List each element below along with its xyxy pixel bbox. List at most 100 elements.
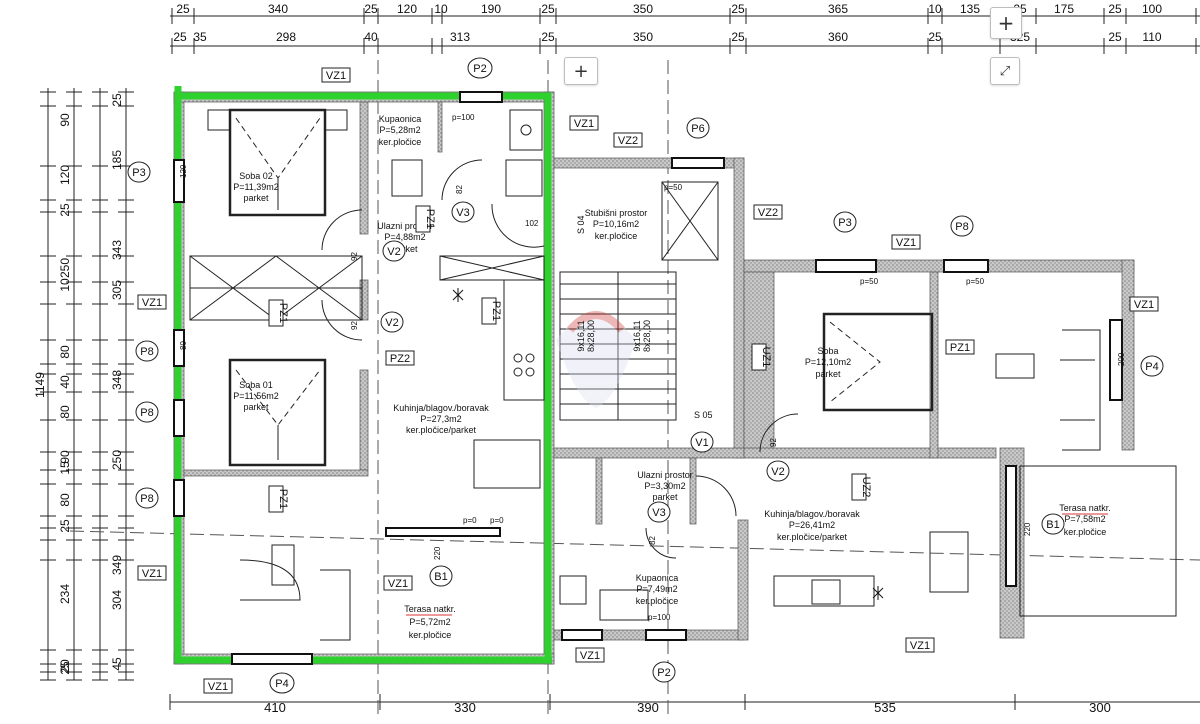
tag-v2: V2 (380, 311, 404, 333)
tag-vz1: VZ1 (383, 575, 413, 591)
svg-text:535: 535 (874, 700, 896, 715)
top-dim-label: 365 (828, 2, 848, 16)
top-dim-label: 175 (1054, 2, 1074, 16)
tag-v2: V2 (382, 240, 406, 262)
svg-text:p=50: p=50 (860, 277, 879, 286)
top-dim-label: 350 (633, 2, 653, 16)
svg-text:220: 220 (1023, 522, 1032, 536)
tag-p8: P8 (135, 340, 159, 362)
svg-text:VZ1: VZ1 (896, 237, 916, 249)
left-dim-label: 80 (58, 405, 72, 419)
svg-text:V2: V2 (387, 246, 400, 258)
top-dimensions (170, 8, 1200, 54)
tag-pz1: PZ1 (945, 339, 975, 355)
highlighted-apartment[interactable] (174, 86, 552, 664)
tag-vz1: VZ1 (137, 565, 167, 581)
svg-text:8x28,00: 8x28,00 (586, 320, 596, 352)
svg-text:VZ1: VZ1 (142, 297, 162, 309)
zoom-in-button[interactable]: + (990, 7, 1022, 39)
tag-p3: P3 (127, 161, 151, 183)
svg-text:p=50: p=50 (966, 277, 985, 286)
svg-text:ker.pločice: ker.pločice (636, 596, 679, 606)
svg-text:B1: B1 (434, 571, 447, 583)
tag-v2: V2 (766, 460, 790, 482)
svg-text:p=100: p=100 (452, 113, 475, 122)
svg-text:P8: P8 (955, 221, 968, 233)
left-dim-label: 25 (58, 203, 72, 217)
fit-view-button[interactable]: ⤢ (990, 57, 1020, 85)
svg-text:P8: P8 (140, 493, 153, 505)
svg-text:V2: V2 (385, 317, 398, 329)
svg-text:Stubišni prostor: Stubišni prostor (585, 208, 648, 218)
tag-pz1-vertical: PZ1 (481, 297, 502, 325)
tag-vz1: VZ1 (203, 678, 233, 694)
svg-text:S 05: S 05 (694, 410, 713, 420)
left-dim-label: 250 (110, 450, 124, 470)
svg-text:330: 330 (454, 700, 476, 715)
top-dim-label: 110 (1142, 30, 1161, 44)
top-dim-label: 360 (828, 30, 848, 44)
top-dim-label: 25 (173, 30, 187, 44)
tag-vz1: VZ1 (575, 647, 605, 663)
top-dim-label: 35 (193, 30, 207, 44)
svg-text:P2: P2 (657, 667, 670, 679)
top-dim-label: 25 (1108, 30, 1122, 44)
tag-v3: V3 (647, 501, 671, 523)
svg-text:PZ1: PZ1 (490, 301, 502, 321)
svg-text:PZ2: PZ2 (390, 353, 410, 365)
svg-text:P4: P4 (275, 678, 288, 690)
svg-text:p=0: p=0 (463, 516, 477, 525)
top-dim-label: 135 (960, 2, 980, 16)
svg-text:parket: parket (243, 193, 269, 203)
svg-text:Kuhinja/blagov./boravak: Kuhinja/blagov./boravak (764, 509, 860, 519)
tag-pz1-vertical: PZ1 (268, 299, 289, 327)
svg-text:UZ2: UZ2 (860, 477, 872, 498)
svg-text:Soba: Soba (817, 346, 838, 356)
svg-text:220: 220 (433, 546, 442, 560)
svg-text:390: 390 (637, 700, 659, 715)
zoom-in-button[interactable]: + (564, 57, 598, 85)
svg-text:P2: P2 (473, 63, 486, 75)
top-dimension-row-2: 25352984031325350253602532525110 (173, 30, 1162, 44)
left-dim-label: 250 (58, 258, 72, 278)
element-tags: VZ1 VZ1 VZ2 VZ2 VZ1 VZ1 VZ1 VZ1 VZ1 VZ1 … (137, 67, 1159, 694)
svg-text:300: 300 (1089, 700, 1111, 715)
top-dim-label: 340 (268, 2, 288, 16)
svg-text:P=10,16m2: P=10,16m2 (593, 219, 639, 229)
top-dim-label: 10 (928, 2, 942, 16)
svg-text:P=7,58m2: P=7,58m2 (1064, 514, 1105, 524)
svg-text:ker.pločice: ker.pločice (595, 231, 638, 241)
room-kuhinja1: Kuhinja/blagov./boravakP=27,3m2ker.ploči… (393, 403, 489, 435)
top-dim-label: 25 (176, 2, 190, 16)
svg-text:VZ1: VZ1 (208, 681, 228, 693)
left-dim-label: 80 (58, 493, 72, 507)
tag-p6: P6 (686, 117, 710, 139)
svg-text:P=4,88m2: P=4,88m2 (384, 232, 425, 242)
left-dim-label: 120 (58, 165, 72, 185)
svg-text:Terasa natkr.: Terasa natkr. (404, 604, 456, 614)
top-dim-label: 25 (928, 30, 942, 44)
left-dim-label: 90 (58, 450, 72, 464)
svg-text:S 04: S 04 (576, 215, 586, 234)
tag-b1: B1 (429, 565, 453, 587)
top-dim-label: 190 (481, 2, 501, 16)
svg-text:V2: V2 (771, 466, 784, 478)
room-kuhinja2: Kuhinja/blagov./boravakP=26,41m2ker.ploč… (764, 509, 860, 542)
tag-pz2: PZ2 (385, 350, 415, 366)
svg-text:P=3,30m2: P=3,30m2 (644, 481, 685, 491)
svg-text:p=50: p=50 (664, 183, 683, 192)
left-dim-label: 25 (58, 519, 72, 533)
bottom-dimension-labels: 410 330 390 535 300 (264, 700, 1111, 715)
left-dim-label: 80 (58, 345, 72, 359)
svg-text:P3: P3 (838, 217, 851, 229)
svg-text:V1: V1 (695, 437, 708, 449)
svg-text:ker.pločice/parket: ker.pločice/parket (777, 532, 848, 542)
left-dim-label: 185 (110, 150, 124, 170)
svg-text:9x16,11: 9x16,11 (576, 320, 586, 351)
